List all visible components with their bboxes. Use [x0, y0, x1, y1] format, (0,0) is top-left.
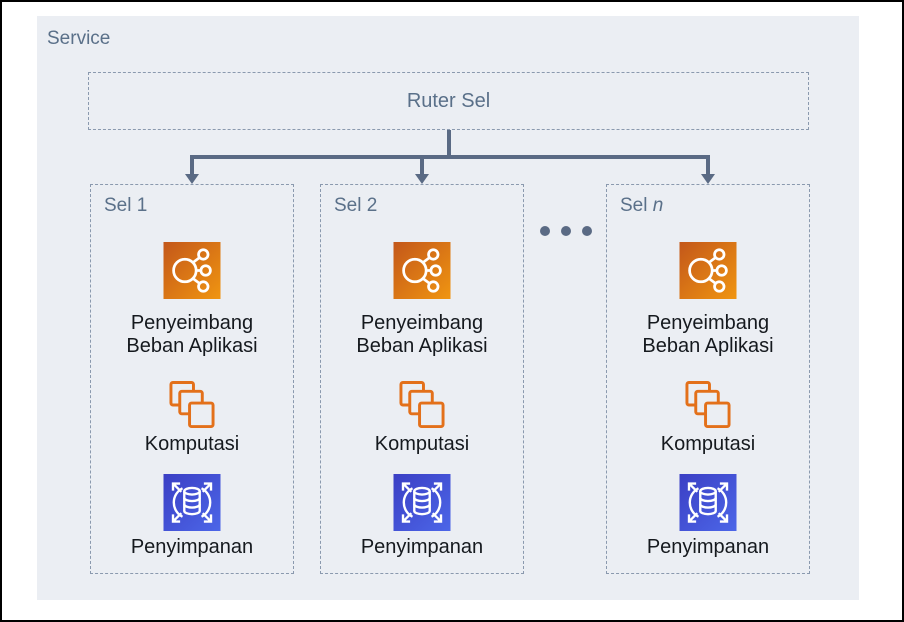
- ellipsis-dots: [540, 226, 592, 236]
- application-load-balancer-icon: [393, 242, 451, 299]
- cell-2: Sel 2 Penyeimbang Beban Aplikasi: [320, 184, 524, 574]
- storage-icon: [163, 474, 221, 531]
- cell-title: Sel 1: [104, 195, 148, 216]
- application-load-balancer-icon: [679, 242, 737, 299]
- service-label: Service: [47, 28, 111, 49]
- connector-branch-line: [706, 157, 710, 175]
- compute-icon: [685, 380, 732, 431]
- storage-icon: [393, 474, 451, 531]
- storage-label: Penyimpanan: [130, 536, 254, 558]
- cell-router-label: Ruter Sel: [406, 89, 491, 112]
- storage-icon: [679, 474, 737, 531]
- arrow-down-icon: [185, 174, 199, 184]
- connector-bus-line: [190, 155, 710, 159]
- connector-branch-line: [190, 157, 194, 175]
- compute-icon: [399, 380, 446, 431]
- cell-router-box: Ruter Sel: [88, 72, 809, 130]
- arrow-down-icon: [701, 174, 715, 184]
- storage-label: Penyimpanan: [360, 536, 484, 558]
- cell-title: Sel n: [620, 195, 664, 216]
- dot-icon: [582, 226, 592, 236]
- compute-icon: [169, 380, 216, 431]
- dot-icon: [561, 226, 571, 236]
- storage-label: Penyimpanan: [646, 536, 770, 558]
- cell-n: Sel n Penyeimbang Beban Aplikasi: [606, 184, 810, 574]
- application-load-balancer-icon: [163, 242, 221, 299]
- alb-label: Penyeimbang Beban Aplikasi: [126, 312, 258, 357]
- arrow-down-icon: [415, 174, 429, 184]
- compute-label: Komputasi: [660, 433, 756, 455]
- connector-trunk-line: [447, 130, 451, 156]
- cell-1: Sel 1 Penyeimbang Beban Aplikasi: [90, 184, 294, 574]
- cell-title: Sel 2: [334, 195, 378, 216]
- compute-label: Komputasi: [144, 433, 240, 455]
- dot-icon: [540, 226, 550, 236]
- compute-label: Komputasi: [374, 433, 470, 455]
- alb-label: Penyeimbang Beban Aplikasi: [642, 312, 774, 357]
- connector-branch-line: [420, 157, 424, 175]
- alb-label: Penyeimbang Beban Aplikasi: [356, 312, 488, 357]
